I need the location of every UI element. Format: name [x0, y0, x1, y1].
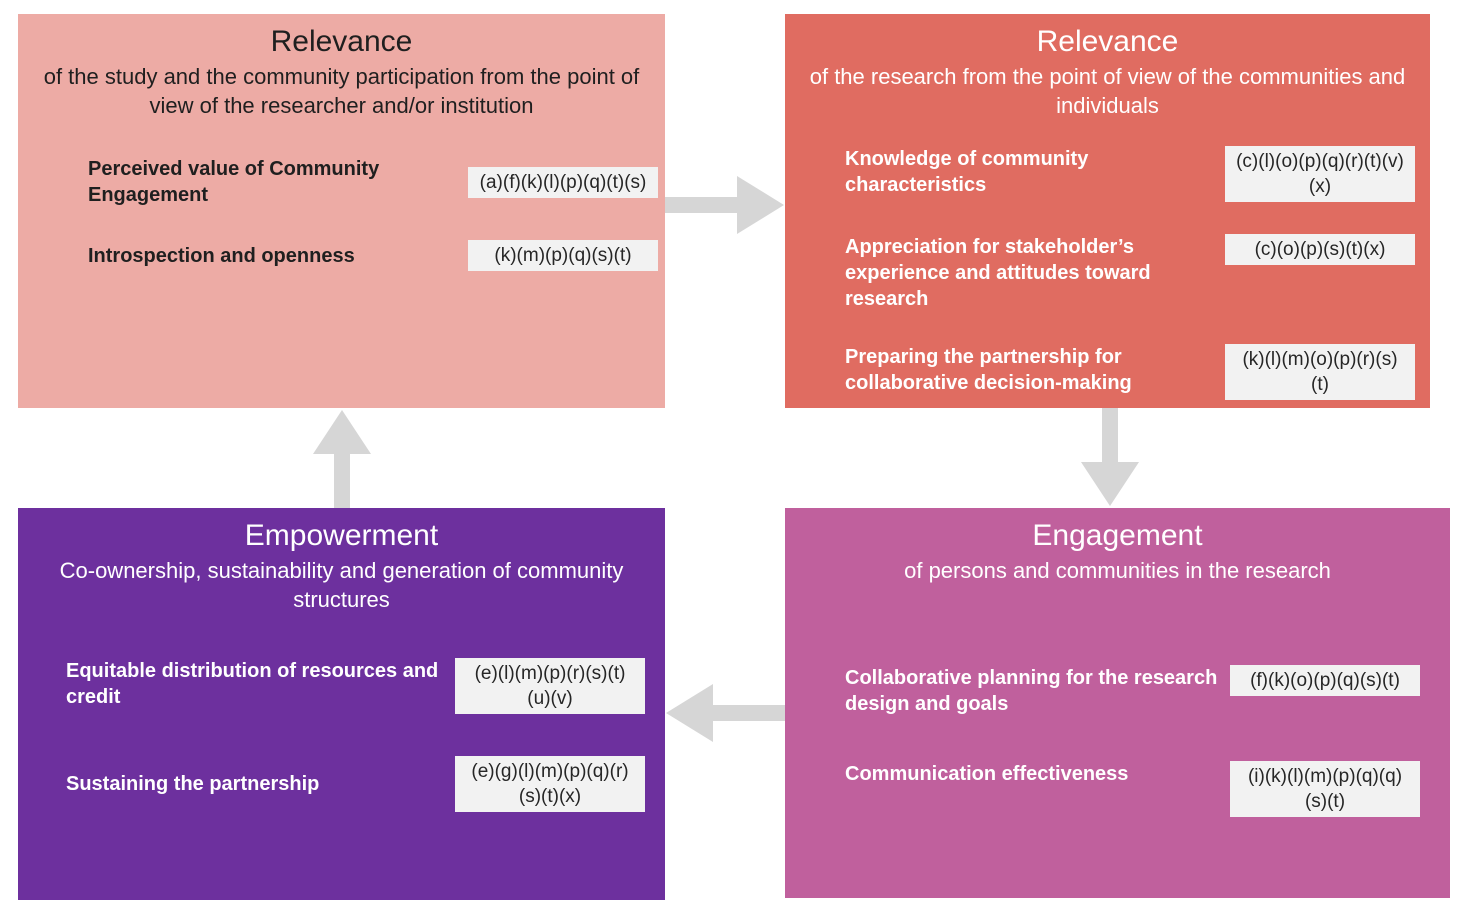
- box-empowerment: Empowerment Co-ownership, sustainability…: [18, 508, 665, 900]
- box-engagement: Engagement of persons and communities in…: [785, 508, 1450, 898]
- item-label: Equitable distribution of resources and …: [66, 660, 439, 709]
- box-title: Empowerment: [244, 519, 439, 552]
- box-title: Relevance: [1036, 25, 1179, 58]
- item-row: Preparing the partnership for collaborat…: [845, 344, 1415, 401]
- item-row: Equitable distribution of resources and …: [66, 658, 645, 715]
- codes-chip: (c)(l)(o)(p)(q)(r)(t)(v) (x): [1225, 146, 1415, 203]
- item-row: Communication effectiveness (i)(k)(l)(m)…: [845, 761, 1420, 818]
- codes-chip: (e)(g)(l)(m)(p)(q)(r) (s)(t)(x): [455, 756, 645, 813]
- arrow-down-icon: [1081, 408, 1139, 506]
- item-label: Sustaining the partnership: [66, 773, 320, 796]
- item-label: Knowledge of community characteristics: [845, 148, 1089, 197]
- item-label: Communication effectiveness: [845, 763, 1129, 786]
- item-label: Perceived value of Community Engagement: [88, 158, 380, 207]
- arrow-left-icon: [666, 684, 785, 742]
- codes-chip: (f)(k)(o)(p)(q)(s)(t): [1230, 665, 1420, 697]
- codes-chip: (i)(k)(l)(m)(p)(q)(q) (s)(t): [1230, 761, 1420, 818]
- item-label: Preparing the partnership for collaborat…: [845, 346, 1132, 395]
- item-row: Sustaining the partnership (e)(g)(l)(m)(…: [66, 756, 645, 813]
- item-row: Introspection and openness (k)(m)(p)(q)(…: [88, 240, 658, 272]
- box-title: Engagement: [1032, 519, 1203, 552]
- item-row: Appreciation for stakeholder’s experienc…: [845, 234, 1415, 312]
- item-label: Introspection and openness: [88, 244, 355, 267]
- box-relevance-researcher: Relevance of the study and the community…: [18, 14, 665, 408]
- item-list: Collaborative planning for the research …: [785, 665, 1450, 818]
- item-list: Equitable distribution of resources and …: [18, 658, 665, 813]
- codes-chip: (e)(l)(m)(p)(r)(s)(t) (u)(v): [455, 658, 645, 715]
- item-row: Perceived value of Community Engagement …: [88, 156, 658, 208]
- item-row: Collaborative planning for the research …: [845, 665, 1420, 717]
- box-relevance-communities: Relevance of the research from the point…: [785, 14, 1430, 408]
- item-list: Perceived value of Community Engagement …: [18, 156, 665, 272]
- item-list: Knowledge of community characteristics (…: [785, 146, 1430, 401]
- item-label: Appreciation for stakeholder’s experienc…: [845, 236, 1151, 311]
- box-subtitle: of persons and communities in the resear…: [904, 558, 1331, 583]
- item-row: Knowledge of community characteristics (…: [845, 146, 1415, 203]
- codes-chip: (k)(m)(p)(q)(s)(t): [468, 240, 658, 272]
- box-subtitle: Co-ownership, sustainability and generat…: [59, 558, 624, 613]
- arrow-up-icon: [313, 410, 371, 508]
- box-title: Relevance: [270, 25, 413, 58]
- arrow-right-icon: [665, 176, 784, 234]
- box-subtitle: of the research from the point of view o…: [809, 64, 1406, 119]
- codes-chip: (a)(f)(k)(l)(p)(q)(t)(s): [468, 166, 658, 198]
- codes-chip: (c)(o)(p)(s)(t)(x): [1225, 234, 1415, 266]
- box-subtitle: of the study and the community participa…: [43, 64, 640, 119]
- codes-chip: (k)(l)(m)(o)(p)(r)(s) (t): [1225, 344, 1415, 401]
- item-label: Collaborative planning for the research …: [845, 667, 1218, 716]
